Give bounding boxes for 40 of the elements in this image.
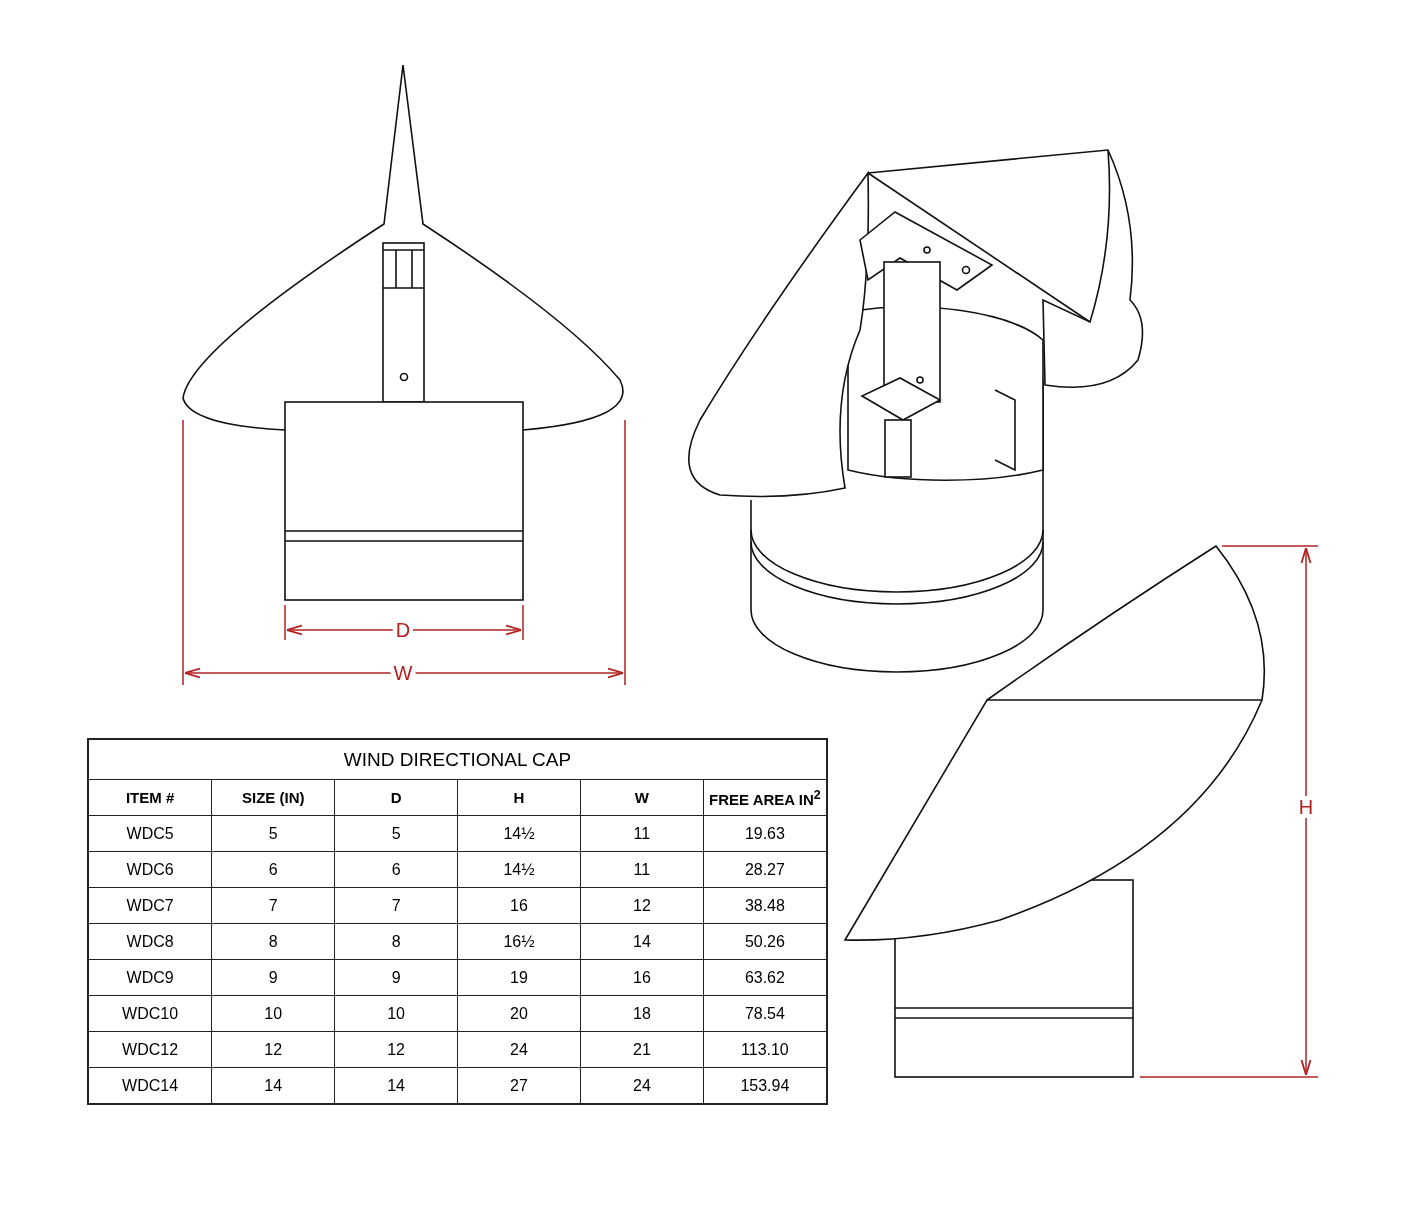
table-cell: 18 (580, 995, 704, 1032)
table-cell: 6 (211, 851, 335, 888)
table-cell: 5 (334, 815, 458, 852)
column-header: W (580, 779, 704, 816)
table-cell: WDC10 (88, 995, 212, 1032)
table-cell: 9 (211, 959, 335, 996)
table-cell: 10 (334, 995, 458, 1032)
table-cell: 16 (580, 959, 704, 996)
table-cell: 10 (211, 995, 335, 1032)
table-cell: WDC7 (88, 887, 212, 924)
table-cell: 20 (457, 995, 581, 1032)
table-cell: 8 (334, 923, 458, 960)
table-cell: 12 (334, 1031, 458, 1068)
table-cell: 8 (211, 923, 335, 960)
table-cell: 21 (580, 1031, 704, 1068)
table-cell: 16½ (457, 923, 581, 960)
table-cell: 12 (580, 887, 704, 924)
table-cell: WDC9 (88, 959, 212, 996)
table-cell: 6 (334, 851, 458, 888)
table-cell: WDC12 (88, 1031, 212, 1068)
table-cell: 19 (457, 959, 581, 996)
table-cell: 14½ (457, 851, 581, 888)
table-cell: 9 (334, 959, 458, 996)
table-cell: 12 (211, 1031, 335, 1068)
column-header: D (334, 779, 458, 816)
table-cell: WDC5 (88, 815, 212, 852)
table-cell: 16 (457, 887, 581, 924)
table-cell: 24 (457, 1031, 581, 1068)
column-header: H (457, 779, 581, 816)
table-cell: 5 (211, 815, 335, 852)
table-cell: 11 (580, 851, 704, 888)
table-cell: WDC6 (88, 851, 212, 888)
column-header: ITEM # (88, 779, 212, 816)
table-cell: WDC8 (88, 923, 212, 960)
table-cell: 14 (580, 923, 704, 960)
column-header: SIZE (IN) (211, 779, 335, 816)
table-cell: 11 (580, 815, 704, 852)
table-cell: 14½ (457, 815, 581, 852)
table-cell: 7 (211, 887, 335, 924)
table-cell: 7 (334, 887, 458, 924)
